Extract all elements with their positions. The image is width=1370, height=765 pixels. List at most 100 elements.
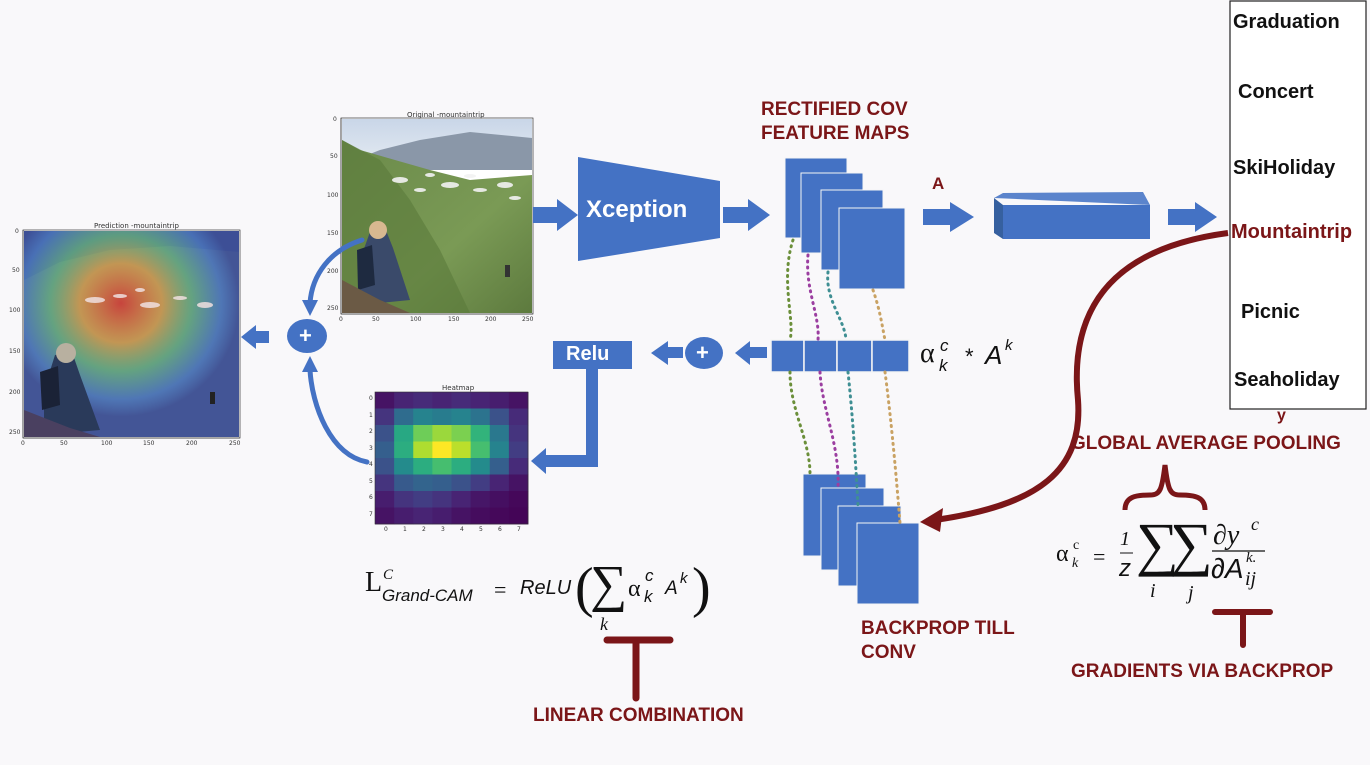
equals-sign: =	[494, 577, 507, 602]
heatmap-cell	[489, 491, 510, 508]
tick-label: 4	[460, 526, 464, 533]
tick-label: 250	[229, 440, 241, 447]
partial-y-sup-c: c	[1251, 514, 1259, 534]
arrow-image-to-plus	[307, 237, 365, 306]
heatmap-cell	[413, 425, 433, 442]
heatmap-plot	[375, 392, 529, 525]
heatmap-cell	[394, 474, 414, 492]
class-item-graduation: Graduation	[1233, 11, 1340, 33]
sum-index-k: k	[600, 614, 608, 634]
backprop-maps-stack	[802, 473, 920, 605]
a-symbol: A	[985, 340, 1003, 370]
heatmap-cell	[489, 425, 510, 442]
heatmap-cell	[508, 458, 529, 475]
partial-y: ∂y	[1213, 520, 1240, 551]
alpha-sup-c: c	[1073, 538, 1080, 553]
plus-left-label: +	[299, 323, 312, 348]
heatmap-cell	[470, 392, 491, 409]
backprop-arrow	[934, 230, 1229, 523]
heatmap-cell	[375, 408, 395, 426]
tick-label: 2	[422, 526, 426, 533]
alpha-sub-k: k	[939, 356, 948, 375]
l-sup-c: C	[383, 567, 394, 583]
relu-block	[553, 341, 632, 369]
tick-label: 0	[369, 395, 373, 402]
heatmap-cell	[413, 491, 433, 508]
plus-circle-left	[287, 319, 327, 353]
rectified-feature-maps-label: RECTIFIED COV FEATURE MAPS	[761, 99, 910, 144]
sum-symbol-i: ∑	[1136, 511, 1179, 577]
tick-label: 0	[21, 440, 25, 447]
tick-label: 100	[101, 440, 113, 447]
tick-label: 0	[15, 228, 19, 235]
alpha-sup-c: c	[645, 566, 654, 585]
sum-symbol-j: ∑	[1170, 511, 1213, 577]
heatmap-cell	[394, 408, 414, 426]
heatmap-cell	[451, 408, 472, 426]
relu-label: Relu	[566, 343, 610, 365]
heatmap-cell	[375, 441, 395, 459]
prediction-plot-title: Prediction -mountaintrip	[94, 222, 179, 230]
tick-label: 200	[327, 268, 339, 275]
heatmap-cell	[470, 408, 491, 426]
tick-label: 50	[60, 440, 68, 447]
plus-circle-right	[685, 337, 723, 369]
heatmap-cell	[432, 392, 452, 409]
z-denominator: z	[1119, 555, 1131, 582]
arrow-plus-to-relu	[651, 341, 683, 365]
heatmap-cell	[413, 392, 433, 409]
heatmap-cell	[451, 474, 472, 492]
arrowhead-image-to-plus	[302, 300, 318, 316]
class-item-mountaintrip: Mountaintrip	[1231, 221, 1353, 243]
y-label: y	[1277, 407, 1286, 424]
tick-label: 250	[522, 316, 534, 323]
alpha-sup-c: c	[940, 336, 949, 355]
class-item-concert: Concert	[1238, 81, 1314, 103]
arrow-xception-to-features	[723, 199, 770, 231]
heatmap-cell	[432, 491, 452, 508]
alpha-symbol: α	[1056, 541, 1069, 567]
arrow-weights-to-plus	[735, 341, 767, 365]
heatmap-cell	[375, 507, 395, 525]
partial-a-sub-ij: ij	[1245, 568, 1257, 590]
tick-label: 2	[369, 428, 373, 435]
heatmap-cell	[489, 474, 510, 492]
heatmap-cell	[375, 474, 395, 492]
heatmap-cell	[451, 441, 472, 459]
alpha-symbol: α	[920, 338, 935, 369]
partial-a: ∂A	[1211, 553, 1244, 584]
sum-index-i: i	[1150, 580, 1156, 602]
tick-label: 150	[143, 440, 155, 447]
heatmap-cell	[432, 507, 452, 525]
heatmap-cell	[508, 507, 529, 525]
heatmap-cell	[375, 491, 395, 508]
heatmap-cell	[470, 425, 491, 442]
tick-label: 100	[9, 307, 21, 314]
heatmap-cell	[508, 441, 529, 459]
heatmap-cell	[489, 408, 510, 426]
l-sub-gradcam: Grand-CAM	[382, 586, 473, 605]
tick-label: 100	[327, 192, 339, 199]
plus-right-label: +	[696, 340, 709, 365]
weights-vector	[770, 339, 910, 373]
arrow-image-to-xception	[533, 199, 578, 231]
class-item-skiholiday: SkiHoliday	[1233, 157, 1336, 179]
tick-label: 200	[9, 389, 21, 396]
arrow-relu-to-heatmap	[531, 369, 598, 474]
heatmap-cell	[394, 491, 414, 508]
linear-combination-bracket	[603, 636, 674, 702]
heatmap-cell	[489, 441, 510, 459]
heatmap-cell	[451, 392, 472, 409]
heatmap-cell	[451, 507, 472, 525]
tick-label: 50	[330, 153, 338, 160]
heatmap-cell	[451, 425, 472, 442]
backprop-till-conv-label: BACKPROP TILL CONV	[861, 618, 1015, 663]
heatmap-cell	[413, 474, 433, 492]
heatmap-frame	[374, 391, 529, 525]
tick-label: 150	[448, 316, 460, 323]
a-symbol: A	[665, 578, 678, 599]
backprop-arrowhead	[920, 508, 943, 532]
heatmap-cell	[375, 458, 395, 475]
tick-label: 200	[485, 316, 497, 323]
